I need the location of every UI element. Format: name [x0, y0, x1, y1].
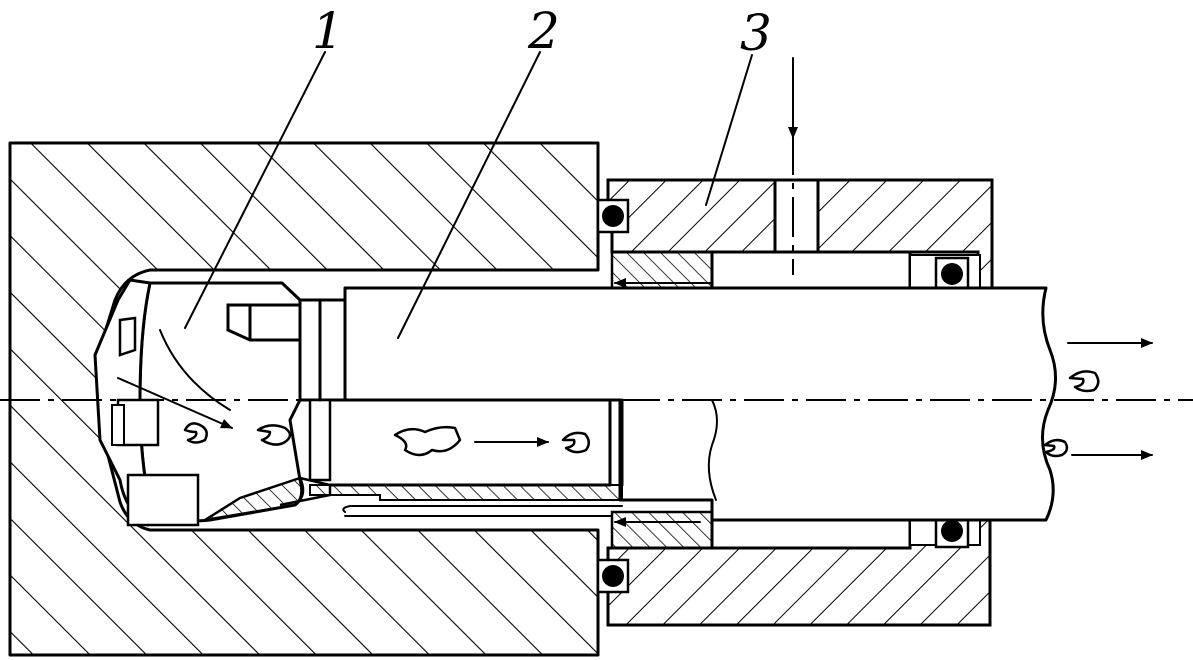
flow-arrows	[117, 57, 1153, 527]
boring-bar	[309, 286, 1057, 522]
seal-ring	[934, 256, 970, 292]
callout-1: 1	[184, 2, 344, 329]
seal-ring	[596, 558, 630, 594]
callout-3: 3	[705, 4, 772, 206]
callout-label-2: 2	[527, 2, 560, 60]
drill-head	[93, 278, 347, 527]
seal-ring	[596, 198, 630, 234]
callout-label-3: 3	[740, 4, 772, 62]
callout-label-1: 1	[312, 2, 344, 60]
chips	[183, 370, 1100, 458]
chip-flow-arrow-head	[117, 377, 233, 429]
callout-2: 2	[397, 2, 560, 339]
